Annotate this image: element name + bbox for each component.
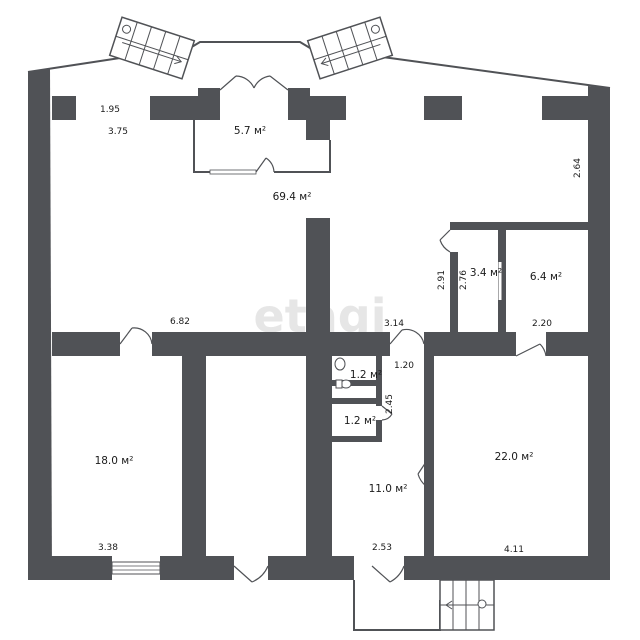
closet-top-wall xyxy=(450,222,588,230)
dim-6: 6.82 xyxy=(170,317,190,327)
vestibule-outline-right xyxy=(274,140,331,173)
south-window xyxy=(111,561,161,575)
partition-west xyxy=(182,356,206,556)
door-south-west xyxy=(233,565,269,583)
dim-11: 3.38 xyxy=(98,543,118,553)
wc-right-wall-2 xyxy=(376,420,382,442)
dim-13: 4.11 xyxy=(504,545,524,555)
closet-left-wall xyxy=(450,252,458,332)
column-6 xyxy=(542,96,588,120)
central-wall-lower xyxy=(306,356,332,556)
vestibule-wall-left xyxy=(198,88,220,120)
door-south-east xyxy=(371,565,405,583)
room-area-closet: 3.4 м² xyxy=(470,267,502,279)
stairs-south xyxy=(439,579,495,631)
dim-3: 2.64 xyxy=(573,158,583,178)
south-wall-3 xyxy=(268,556,354,580)
south-wall-2 xyxy=(160,556,234,580)
dim-9: 1.20 xyxy=(394,361,414,371)
central-wall-upper xyxy=(306,218,330,332)
dim-7: 3.14 xyxy=(384,319,404,329)
closet-door xyxy=(439,229,451,253)
west-wall xyxy=(28,68,52,580)
room-area-corridor: 11.0 м² xyxy=(369,483,408,495)
vestibule-wall-right xyxy=(288,88,310,120)
dim-1: 1.95 xyxy=(100,105,120,115)
mid-wall-2 xyxy=(152,332,390,356)
column-1 xyxy=(52,96,76,120)
arrow-left-icon xyxy=(321,43,381,65)
room-area-vestibule: 5.7 м² xyxy=(234,125,266,137)
room-area-office-east: 22.0 м² xyxy=(495,451,534,463)
mid-wall-4 xyxy=(546,332,588,356)
door-corridor xyxy=(389,328,425,345)
wc-right-wall xyxy=(376,356,382,406)
room-area-bath: 1.2 м² xyxy=(344,415,376,427)
sink-icon xyxy=(334,357,346,371)
room-area-office-west: 18.0 м² xyxy=(95,455,134,467)
column-3 xyxy=(310,96,346,120)
mid-wall-3 xyxy=(424,332,516,356)
door-wc xyxy=(381,405,393,421)
room-area-storage: 6.4 м² xyxy=(530,271,562,283)
dim-10: 2.45 xyxy=(385,394,395,414)
column-5 xyxy=(424,96,462,120)
stairs-north-west xyxy=(108,16,196,80)
arrow-right-icon xyxy=(122,42,182,63)
entrance-door-right xyxy=(253,75,289,91)
column-2 xyxy=(150,96,198,120)
room-area-hall: 69.4 м² xyxy=(273,191,312,203)
mid-wall-1 xyxy=(52,332,120,356)
door-office-18 xyxy=(119,327,153,345)
column-4 xyxy=(306,120,330,140)
stairs-north-east xyxy=(306,16,394,80)
wc-divider-2 xyxy=(332,398,382,404)
stair-start-icon-3 xyxy=(477,599,487,609)
door-office-22-side xyxy=(417,461,427,487)
stair-start-icon xyxy=(122,24,132,34)
office-22-west-wall xyxy=(424,356,434,556)
dim-2: 3.75 xyxy=(108,127,128,137)
room-area-wc: 1.2 м² xyxy=(350,369,382,381)
south-wall-4 xyxy=(404,556,610,580)
dim-5: 2.76 xyxy=(459,270,469,290)
south-porch xyxy=(353,580,441,631)
door-office-22 xyxy=(515,343,547,357)
dim-8: 2.20 xyxy=(532,319,552,329)
dim-12: 2.53 xyxy=(372,543,392,553)
wc-divider-3 xyxy=(332,436,382,442)
dim-4: 2.91 xyxy=(437,270,447,290)
vestibule-inner-door xyxy=(255,157,275,173)
stair-start-icon-2 xyxy=(370,24,380,34)
south-wall-1 xyxy=(28,556,112,580)
entrance-door-left xyxy=(219,75,255,91)
east-wall xyxy=(588,86,610,580)
wc-divider-1 xyxy=(332,380,376,386)
